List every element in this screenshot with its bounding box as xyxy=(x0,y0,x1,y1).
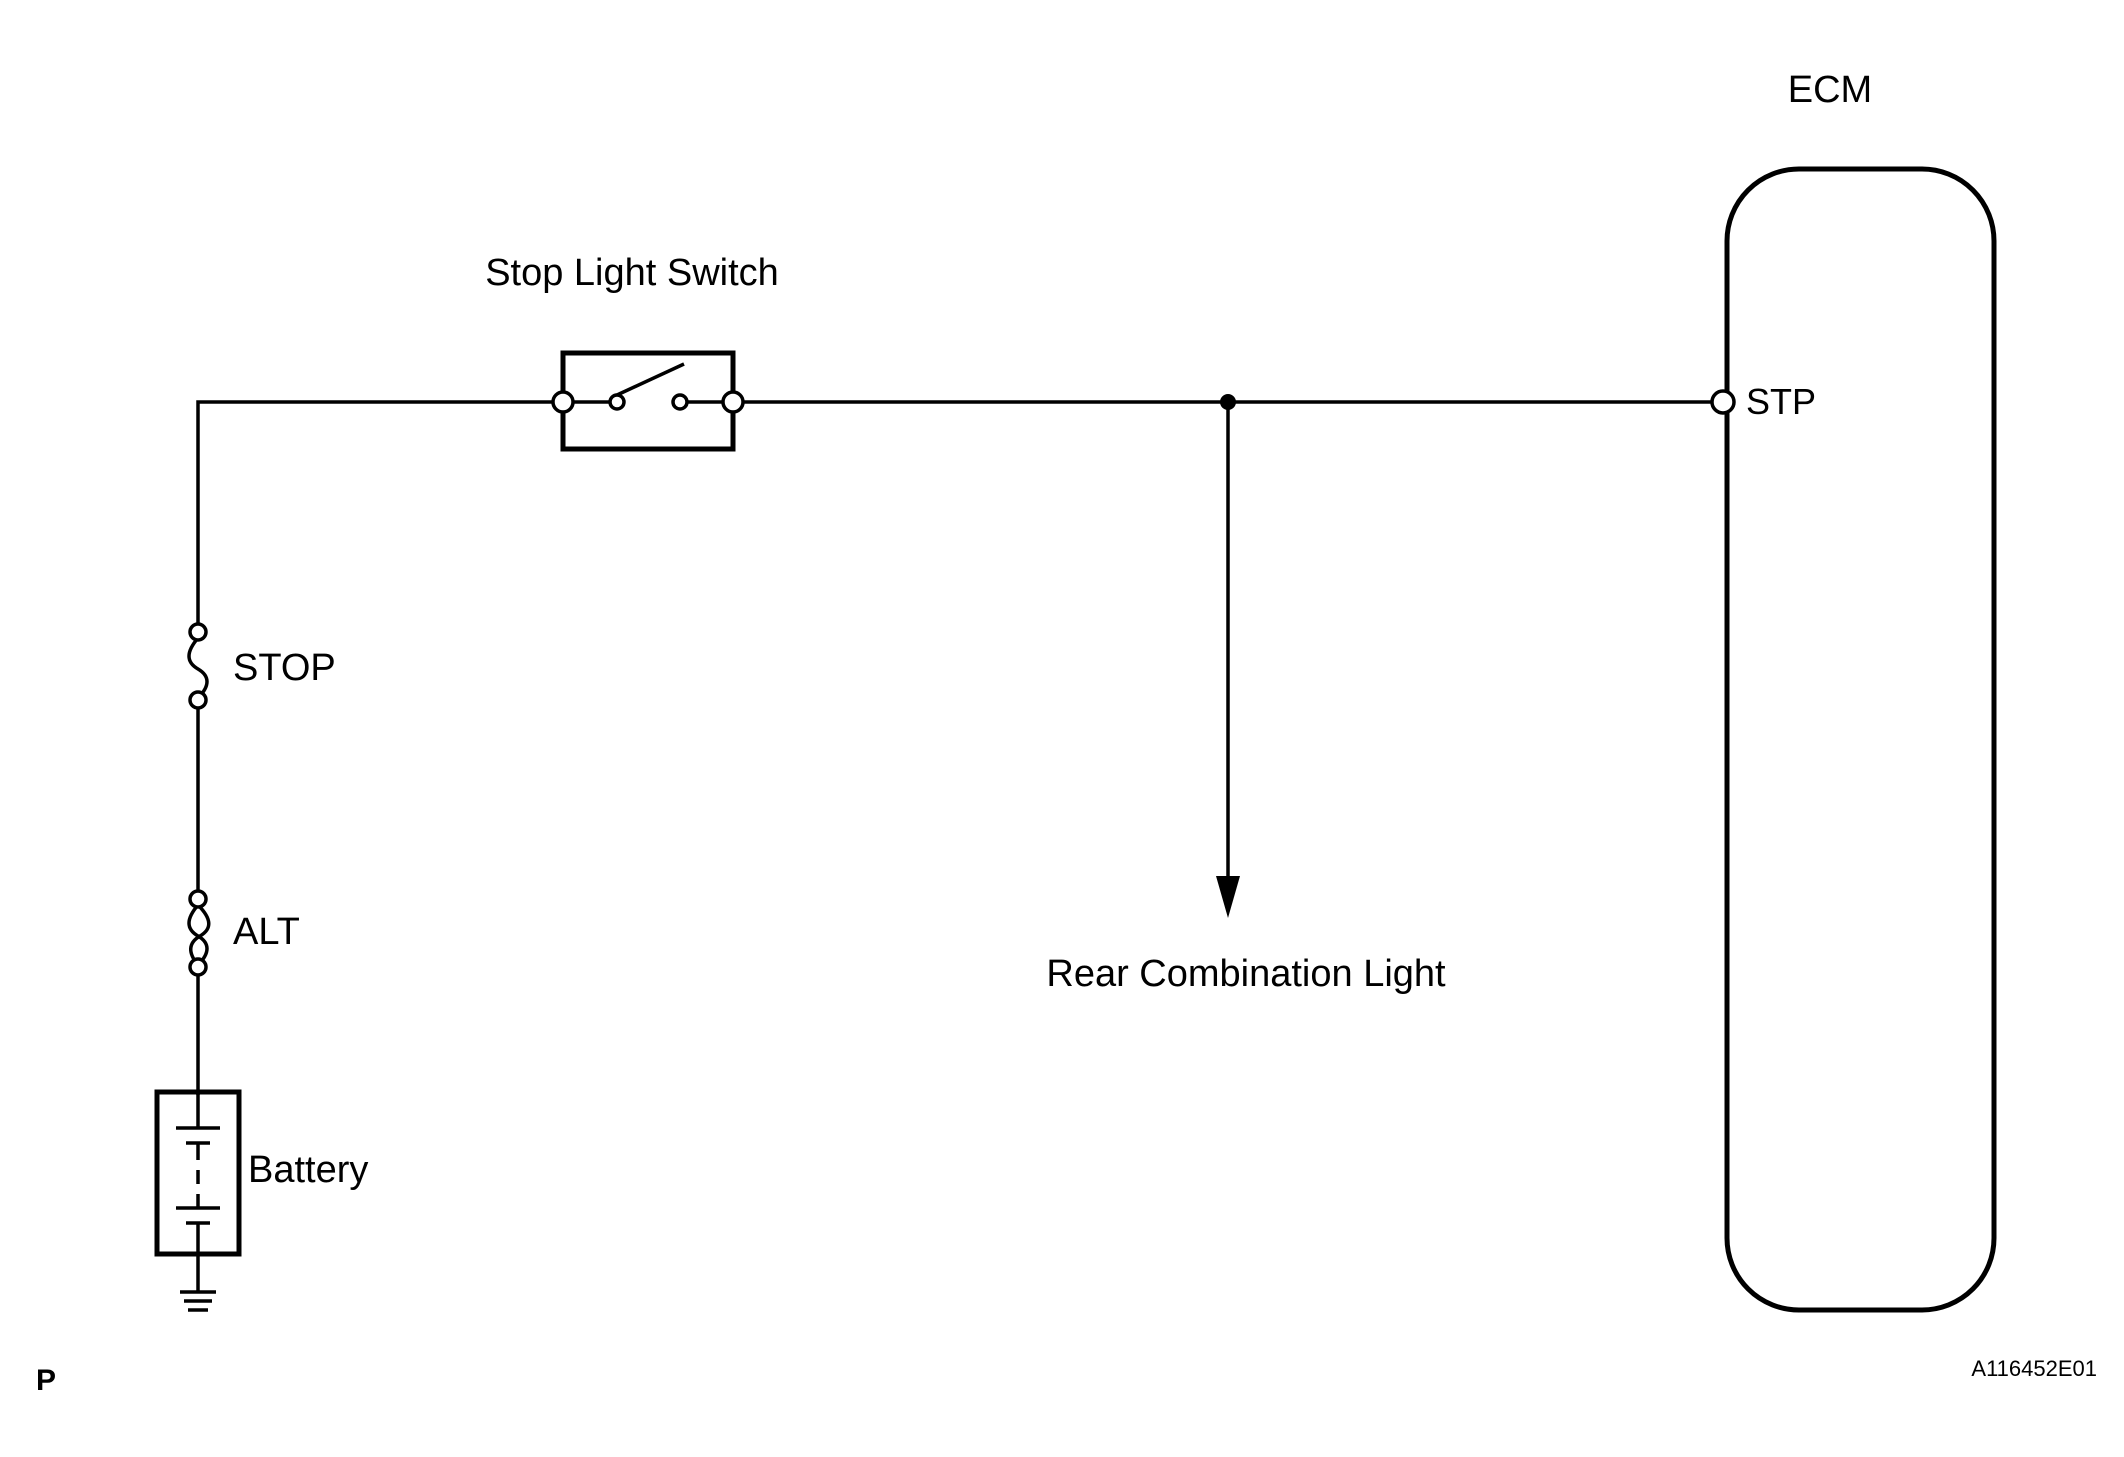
ecm-body xyxy=(1724,166,1997,1313)
ground-symbol xyxy=(180,1254,216,1312)
stop-fuse-label: STOP xyxy=(233,647,336,689)
ecm-title: ECM xyxy=(1788,69,1872,111)
alt-fuse-label: ALT xyxy=(233,911,300,953)
rear-combination-light-arrow xyxy=(1216,402,1240,918)
stp-terminal xyxy=(1710,389,1736,415)
stop-fuse-symbol xyxy=(186,622,210,710)
battery-label: Battery xyxy=(248,1149,368,1191)
stop-light-switch xyxy=(551,350,745,452)
rear-combination-light-label: Rear Combination Light xyxy=(1046,953,1446,995)
corner-letter: P xyxy=(36,1364,56,1397)
figure-id: A116452E01 xyxy=(1971,1356,2097,1381)
alt-fusible-link-symbol xyxy=(184,889,212,977)
stp-pin-label: STP xyxy=(1746,381,1816,422)
stop-light-switch-label: Stop Light Switch xyxy=(485,252,779,294)
main-wire xyxy=(196,400,1723,1095)
battery-symbol xyxy=(154,1089,242,1257)
